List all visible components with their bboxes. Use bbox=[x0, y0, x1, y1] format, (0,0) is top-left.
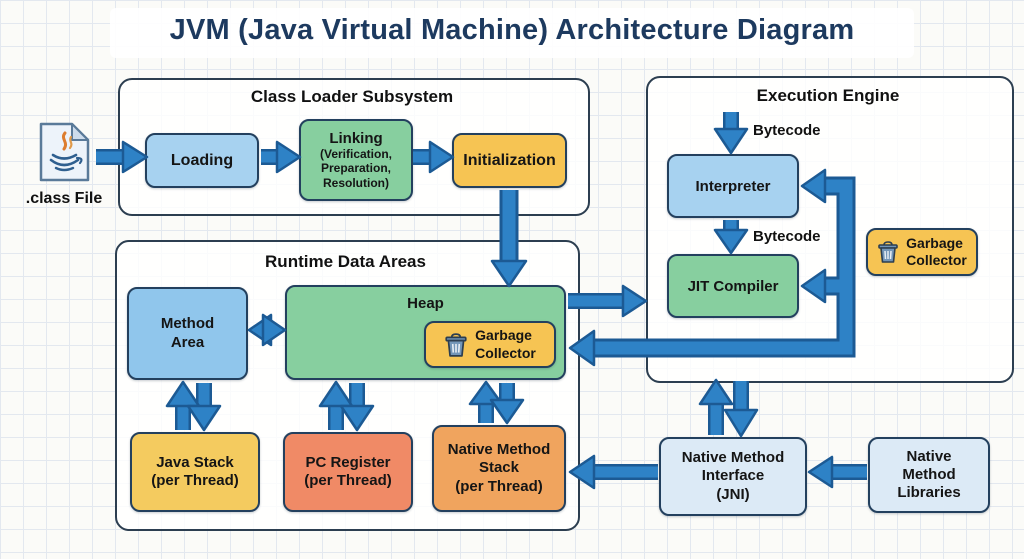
initialization-box: Initialization bbox=[452, 133, 567, 188]
linking-title: Linking bbox=[329, 129, 383, 147]
bytecode-label-2: Bytecode bbox=[753, 228, 821, 245]
native-method-stack-box: Native Method Stack (per Thread) bbox=[432, 425, 566, 512]
execution-engine-header: Execution Engine bbox=[756, 86, 900, 105]
java-class-file-icon bbox=[36, 121, 92, 183]
java-stack-box: Java Stack (per Thread) bbox=[130, 432, 260, 512]
garbage-collector-badge-engine: Garbage Collector bbox=[866, 228, 978, 276]
runtime-data-areas-header: Runtime Data Areas bbox=[265, 252, 426, 271]
page-title: JVM (Java Virtual Machine) Architecture … bbox=[169, 14, 855, 46]
class-file-label: .class File bbox=[25, 190, 103, 207]
method-area-box: Method Area bbox=[127, 287, 248, 380]
bytecode-label-1: Bytecode bbox=[753, 122, 821, 139]
native-method-libraries-box: Native Method Libraries bbox=[868, 437, 990, 513]
class-loader-subsystem-header: Class Loader Subsystem bbox=[250, 87, 454, 106]
linking-subtext: (Verification, Preparation, Resolution) bbox=[319, 146, 393, 190]
trash-icon bbox=[878, 241, 898, 263]
trash-icon bbox=[445, 332, 467, 357]
heap-label: Heap bbox=[407, 295, 444, 312]
loading-box: Loading bbox=[145, 133, 259, 188]
jni-box: Native Method Interface (JNI) bbox=[659, 437, 807, 516]
jit-compiler-box: JIT Compiler bbox=[667, 254, 799, 318]
interpreter-box: Interpreter bbox=[667, 154, 799, 218]
title-backdrop bbox=[110, 8, 914, 58]
garbage-collector-label-heap: Garbage Collector bbox=[475, 327, 536, 361]
linking-box: Linking (Verification, Preparation, Reso… bbox=[299, 119, 413, 201]
garbage-collector-badge-heap: Garbage Collector bbox=[424, 321, 556, 368]
garbage-collector-label-engine: Garbage Collector bbox=[906, 234, 967, 268]
pc-register-box: PC Register (per Thread) bbox=[283, 432, 413, 512]
